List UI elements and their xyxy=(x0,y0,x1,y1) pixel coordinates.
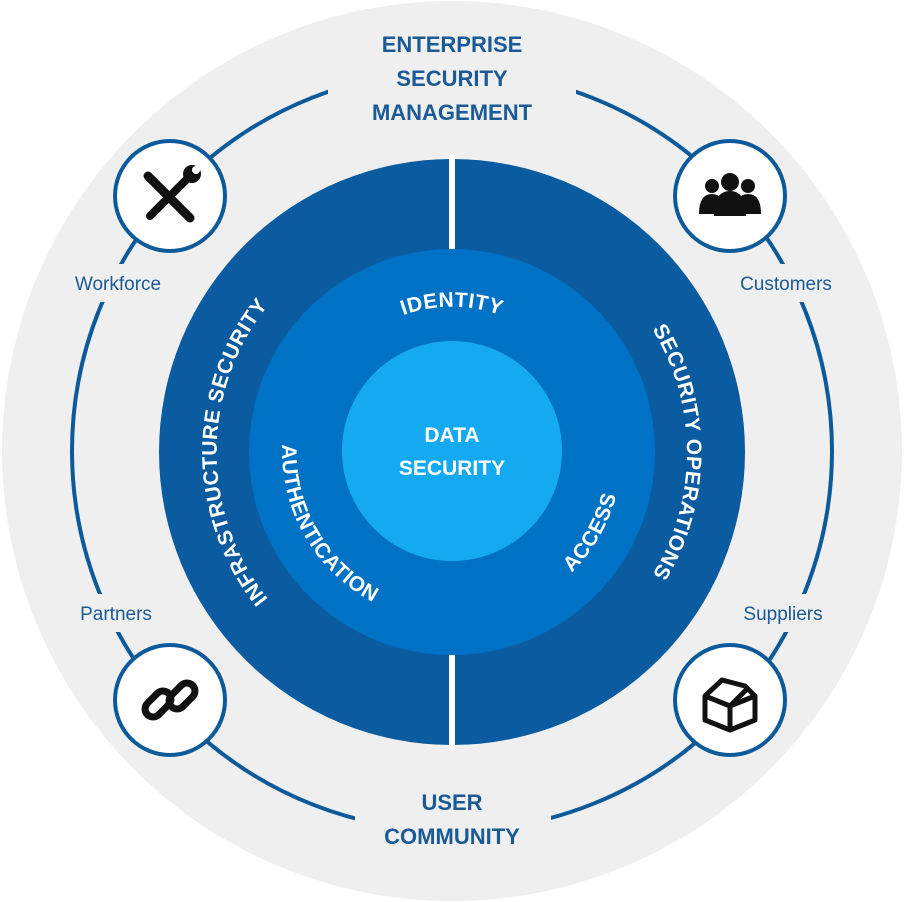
svg-text:ENTERPRISE: ENTERPRISE xyxy=(382,32,523,57)
ring-divider-top xyxy=(449,155,455,255)
people-icon xyxy=(699,173,761,216)
label-customers: Customers xyxy=(740,274,832,295)
title-user-community: USER COMMUNITY xyxy=(384,790,520,849)
label-suppliers: Suppliers xyxy=(743,604,822,625)
svg-text:SECURITY: SECURITY xyxy=(399,457,505,480)
tools-icon xyxy=(143,165,201,223)
node-partners[interactable] xyxy=(113,643,227,757)
svg-text:DATA: DATA xyxy=(424,424,479,447)
node-workforce[interactable] xyxy=(113,139,227,253)
svg-text:USER: USER xyxy=(421,790,482,815)
svg-text:MANAGEMENT: MANAGEMENT xyxy=(372,100,533,125)
svg-text:COMMUNITY: COMMUNITY xyxy=(384,824,520,849)
svg-text:SECURITY: SECURITY xyxy=(396,66,508,91)
label-workforce: Workforce xyxy=(75,274,161,295)
ring-divider-bottom xyxy=(449,650,455,750)
core-label: DATA SECURITY xyxy=(399,424,505,480)
label-partners: Partners xyxy=(80,604,152,625)
node-customers[interactable] xyxy=(673,139,787,253)
link-icon xyxy=(141,679,199,721)
title-enterprise-security-management: ENTERPRISE SECURITY MANAGEMENT xyxy=(372,32,533,125)
node-suppliers[interactable] xyxy=(673,643,787,757)
core-circle xyxy=(342,341,562,561)
box-icon xyxy=(702,677,758,733)
